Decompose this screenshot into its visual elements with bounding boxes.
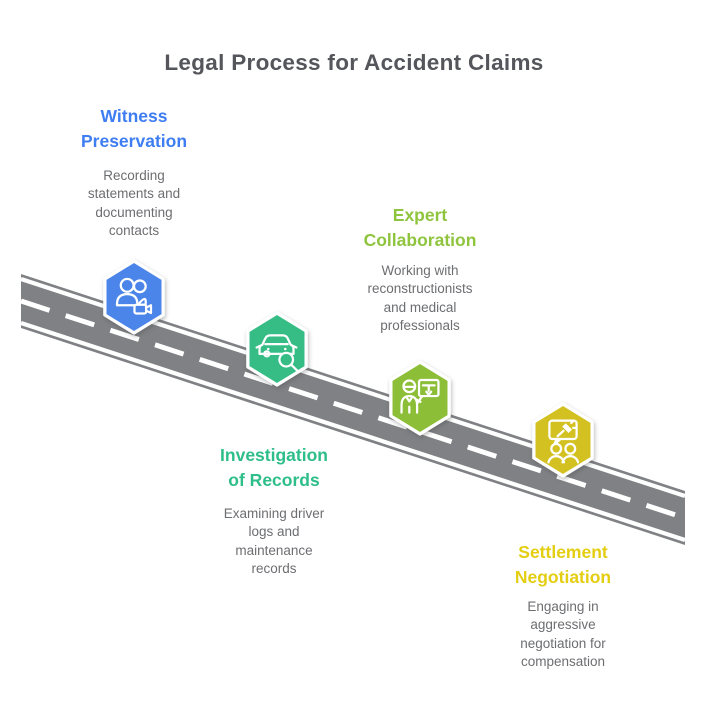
page-title: Legal Process for Accident Claims (164, 50, 544, 75)
hexagon-witness-preservation (103, 259, 165, 335)
description-settlement-negotiation: Engaging in aggressive negotiation for c… (520, 599, 606, 670)
heading-investigation-of-records: Investigation of Records (220, 445, 328, 490)
hexagon-investigation-of-records (246, 311, 308, 387)
description-witness-preservation: Recording statements and documenting con… (87, 168, 181, 239)
hexagon-shape (246, 311, 308, 387)
heading-settlement-negotiation: Settlement Negotiation (514, 542, 612, 587)
hexagon-expert-collaboration (389, 360, 451, 436)
description-expert-collaboration: Working with reconstructionists and medi… (367, 263, 473, 334)
description-investigation-of-records: Examining driver logs and maintenance re… (223, 506, 325, 577)
heading-expert-collaboration: Expert Collaboration (363, 205, 477, 250)
hexagon-settlement-negotiation (532, 402, 594, 478)
heading-witness-preservation: Witness Preservation (80, 106, 188, 151)
